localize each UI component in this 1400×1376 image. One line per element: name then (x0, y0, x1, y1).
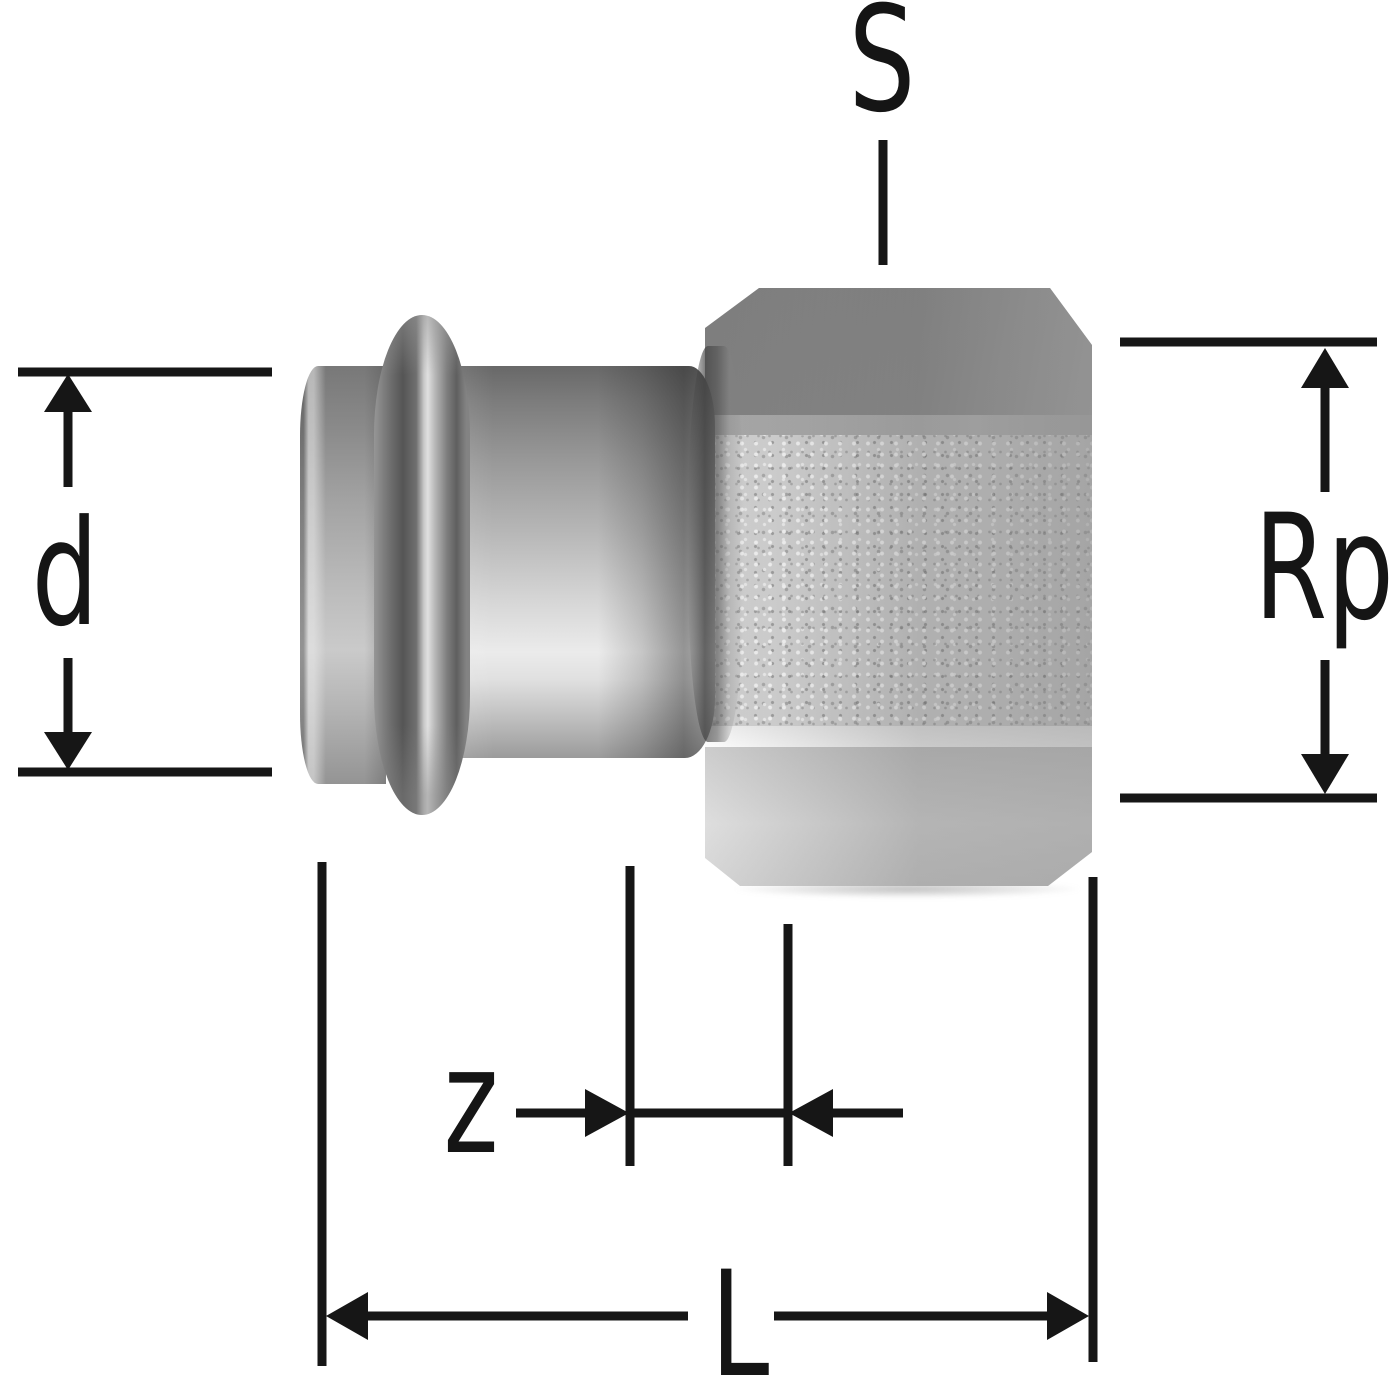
z-arrow-left (789, 1089, 833, 1137)
press-socket-body (455, 366, 715, 758)
hex-right-edge-shade (705, 288, 1092, 886)
dim-label-z: z (443, 1017, 499, 1187)
press-socket-end (300, 366, 386, 784)
hex-highlight-band (705, 726, 1092, 747)
z-arrow-right (585, 1089, 629, 1137)
l-arrow-left (326, 1292, 368, 1340)
d-arrow-up (44, 374, 92, 412)
d-arrow-down (44, 732, 92, 770)
hex-upper-chamfer-band (705, 415, 1092, 435)
dim-label-l: L (710, 1240, 770, 1376)
hex-top-face (705, 288, 1092, 415)
hex-bottom-face (705, 747, 1092, 886)
hex-nut (705, 288, 1092, 886)
rp-arrow-down (1301, 754, 1349, 794)
dim-label-s: S (848, 0, 916, 145)
hex-mid-face (705, 435, 1092, 726)
socket-hex-joint (688, 346, 744, 742)
dim-label-rp: Rp (1254, 483, 1394, 653)
rp-arrow-up (1301, 348, 1349, 388)
l-arrow-right (1047, 1292, 1089, 1340)
dim-label-d: d (31, 489, 99, 659)
press-bead (374, 315, 470, 815)
